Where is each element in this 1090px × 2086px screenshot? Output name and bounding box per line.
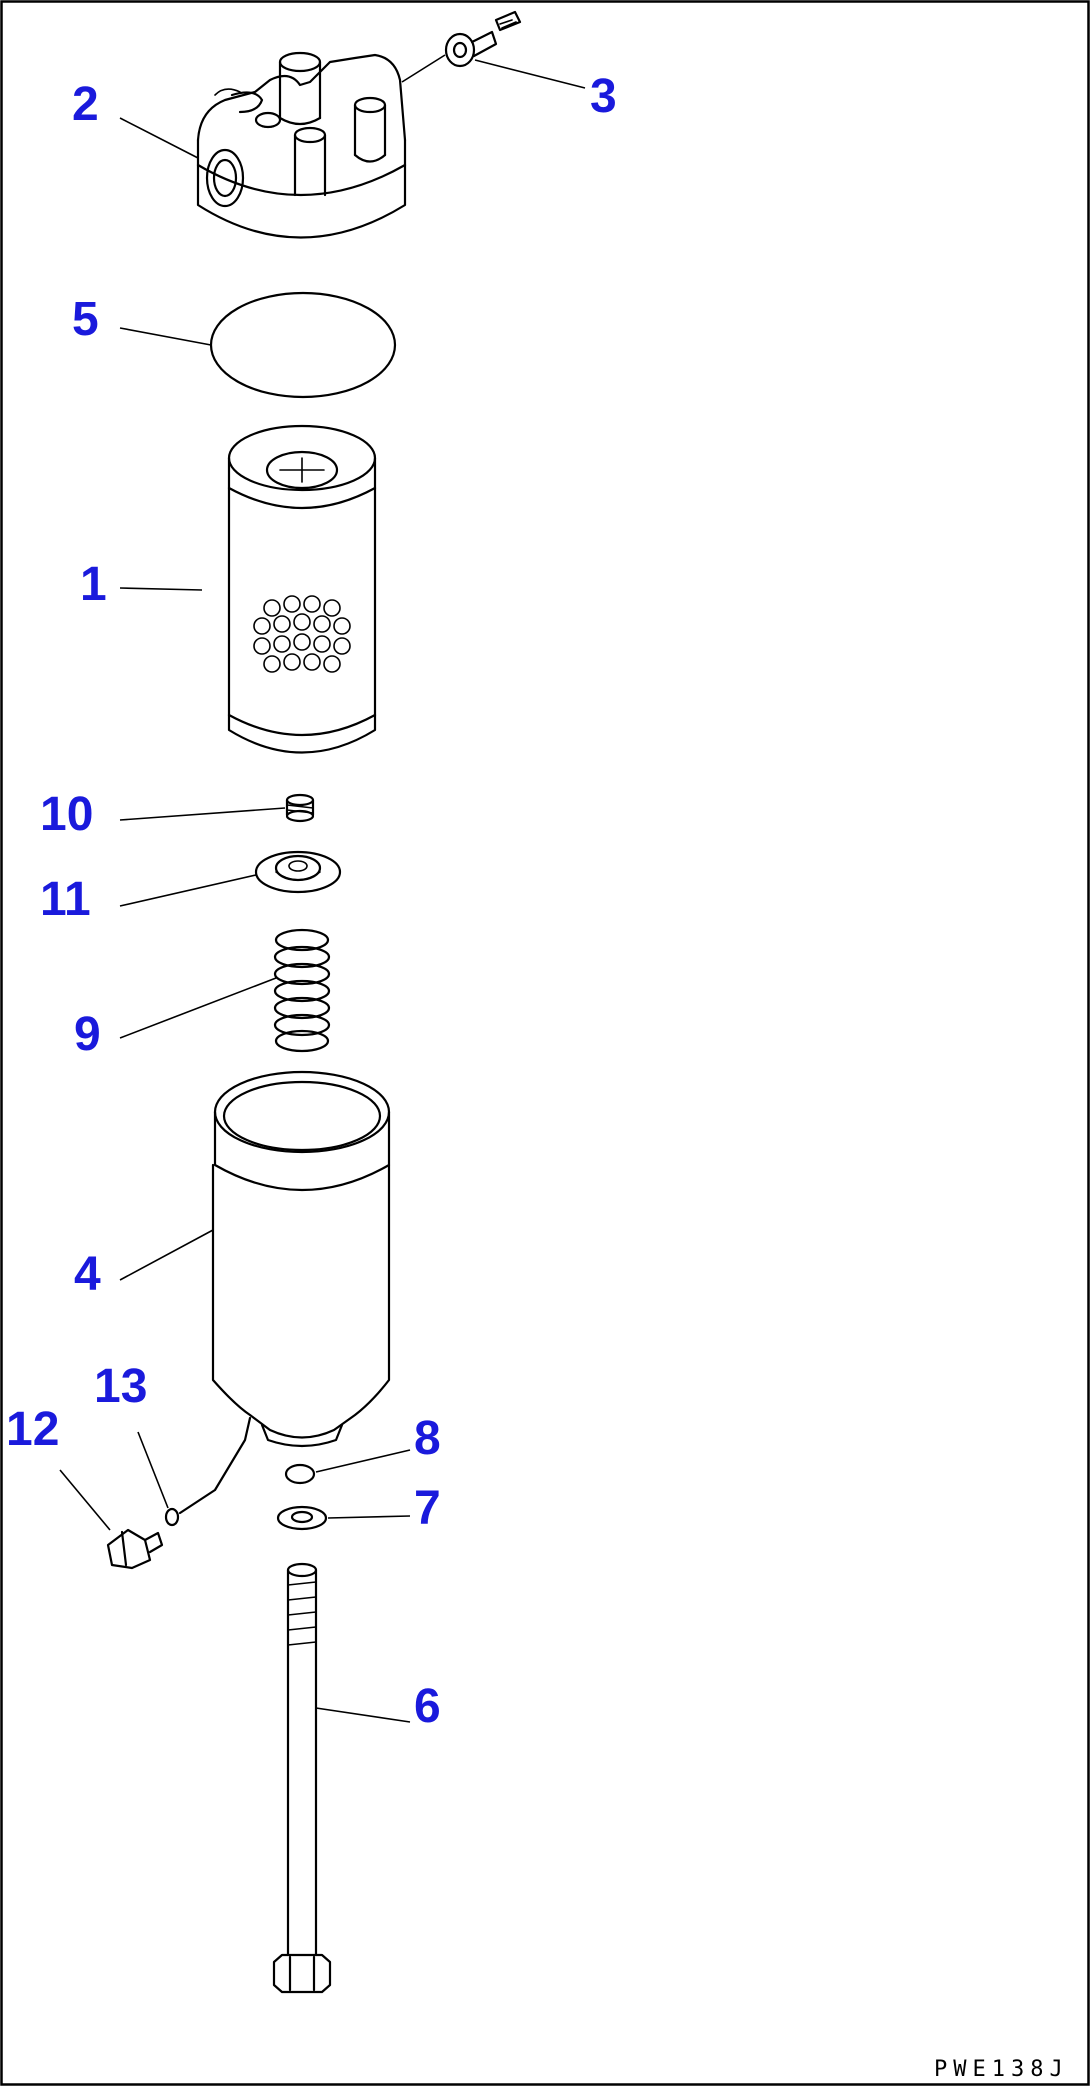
callout-11: 11: [40, 873, 91, 926]
leader-line-4: [119, 1229, 214, 1281]
leader-line-12: [59, 1469, 111, 1531]
leader-line-2: [119, 117, 199, 159]
part-6-center-bolt: [272, 1562, 332, 1994]
drawing-code: PWE138J: [934, 2057, 1069, 2082]
part-11-spring-seat: [254, 850, 342, 894]
leader-line-7: [327, 1515, 411, 1519]
leader-line-9: [119, 977, 277, 1039]
callout-7: 7: [414, 1482, 441, 1535]
callout-4: 4: [74, 1248, 101, 1301]
leader-line-1: [119, 587, 203, 591]
leader-line-13: [137, 1431, 169, 1509]
callout-9: 9: [74, 1008, 101, 1061]
callout-10: 10: [40, 788, 93, 841]
part-13-drain-plug: [164, 1507, 180, 1527]
callout-1: 1: [80, 558, 107, 611]
callout-5: 5: [72, 293, 99, 346]
part-7-washer: [276, 1505, 328, 1531]
leader-line-6: [315, 1707, 411, 1723]
part-2-filter-head: [196, 51, 407, 239]
part-10-spring: [285, 793, 315, 823]
callout-12: 12: [6, 1403, 59, 1456]
leader-line-5: [119, 327, 212, 346]
part-5-o-ring: [209, 291, 397, 399]
part-1-filter-element: [227, 424, 377, 754]
part-4-filter-case: [178, 1070, 391, 1515]
part-8-o-ring: [284, 1463, 316, 1485]
leader-line-3: [474, 59, 586, 89]
callout-3: 3: [590, 70, 617, 123]
callout-8: 8: [414, 1412, 441, 1465]
callout-13: 13: [94, 1360, 147, 1413]
leader-line-10: [119, 807, 286, 821]
callout-2: 2: [72, 78, 99, 131]
leader-line-11: [119, 874, 257, 907]
callout-6: 6: [414, 1680, 441, 1733]
part-9-coil-spring: [273, 928, 331, 1053]
part-12-bolt: [106, 1528, 164, 1570]
leader-line-8: [315, 1449, 411, 1473]
part-3-plug: [401, 10, 522, 83]
